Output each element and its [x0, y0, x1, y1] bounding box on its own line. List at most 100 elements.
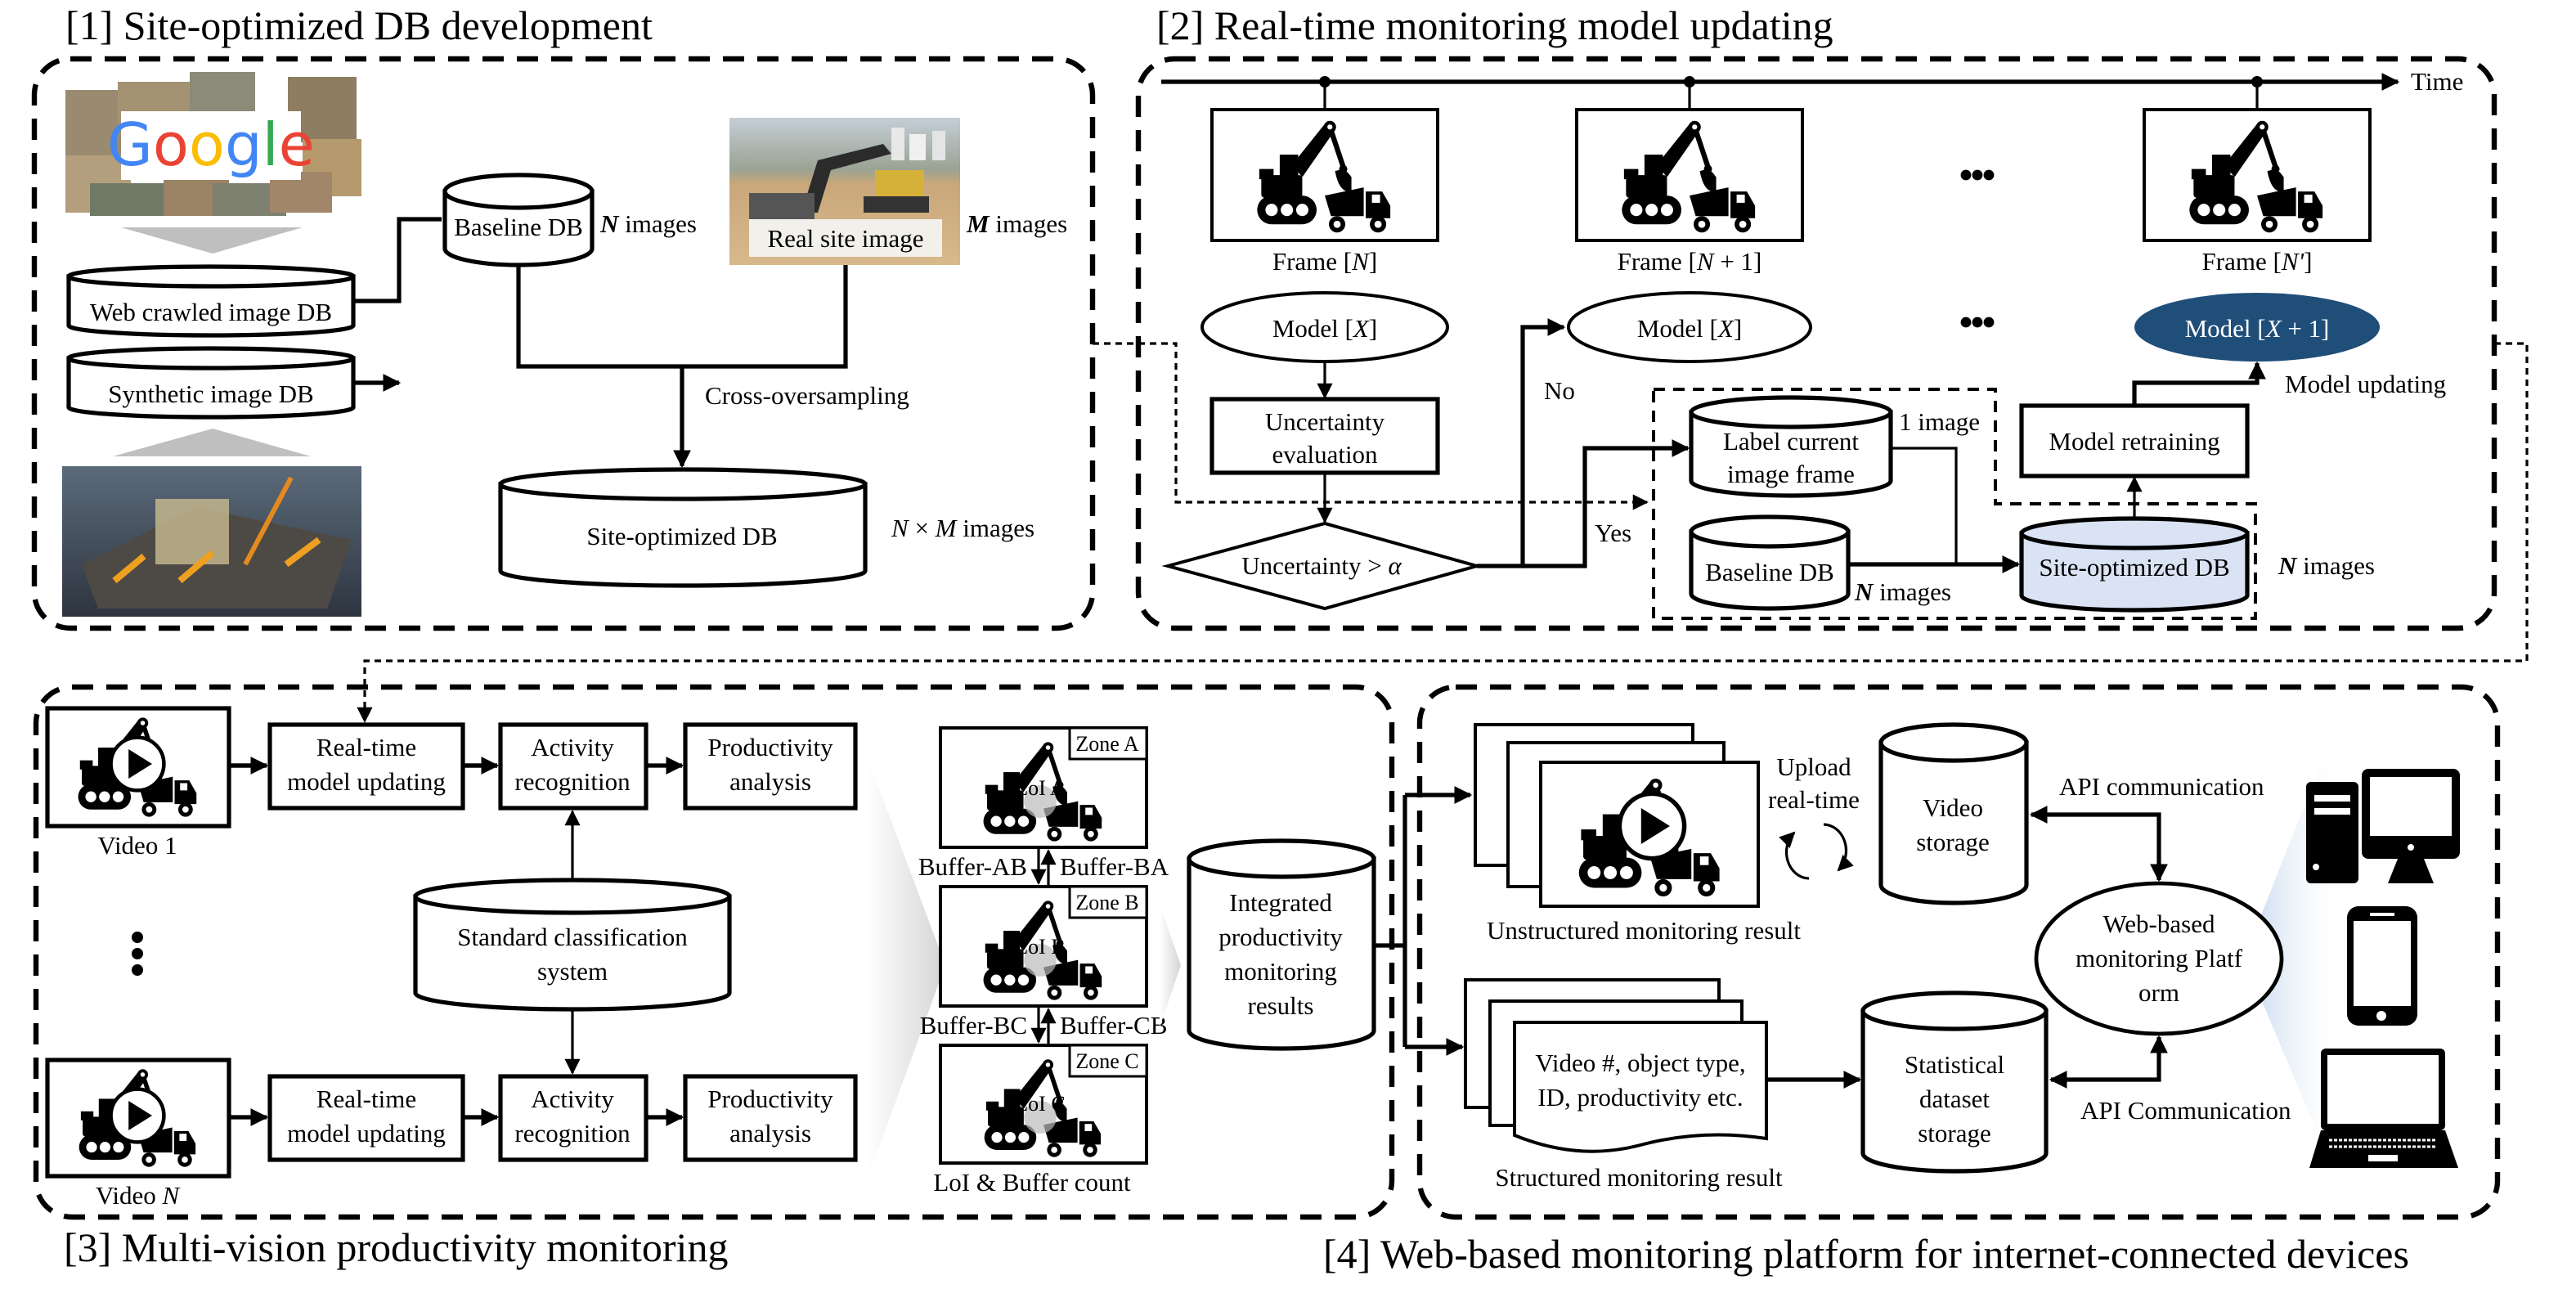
upload-line2: real-time	[1768, 785, 1860, 814]
cylinder-body	[1878, 740, 2029, 905]
step-label: model updating	[287, 767, 446, 796]
buffer-ba-label: Buffer-BA	[1060, 852, 1169, 881]
synthetic-render-image	[62, 466, 361, 617]
db-to-update-connector	[1093, 342, 1649, 510]
baseline-db-cylinder-2	[1689, 514, 1851, 611]
integrated-line: productivity	[1218, 923, 1343, 951]
google-logo: Google	[107, 110, 315, 179]
site-optimized-db-cylinder	[498, 467, 868, 588]
cylinder-body	[413, 894, 732, 1012]
step-label: Real-time	[316, 1085, 416, 1113]
update-to-monitoring-connector	[357, 342, 2529, 723]
frame-markers	[1319, 76, 2263, 110]
uncertainty-evaluation-line1: Uncertainty	[1265, 407, 1385, 436]
no-branch-arrow	[1477, 318, 1566, 568]
step-label: recognition	[514, 767, 631, 796]
productivity-analysis-box-1	[683, 722, 858, 811]
video-storage-line1: Video	[1923, 793, 1983, 822]
real-site-label: Real site image	[767, 224, 923, 253]
cylinder-body	[2019, 531, 2250, 613]
uncertainty-evaluation-line2: evaluation	[1272, 440, 1378, 469]
site-optimized-count-2: N images	[2278, 551, 2375, 580]
api-bottom-label: API Communication	[2080, 1096, 2291, 1125]
video-storage-line2: storage	[1916, 828, 1990, 856]
stats-line: dataset	[1919, 1085, 1990, 1113]
model-x-plus-1-ellipse	[2134, 293, 2380, 362]
frame-n: Frame [N]	[1210, 108, 1439, 276]
step-label: analysis	[729, 767, 811, 796]
panel-site-optimized-db: [1] Site-optimized DB development Google…	[31, 2, 1096, 631]
site-optimized-db-label: Site-optimized DB	[586, 522, 777, 550]
label-frame-line2: image frame	[1727, 460, 1855, 488]
panel2-title: [2] Real-time monitoring model updating	[1156, 2, 1833, 48]
cylinder-top	[498, 467, 868, 501]
db-merge-arrow	[353, 217, 442, 383]
no-label: No	[1544, 376, 1575, 405]
baseline-db-label: Baseline DB	[454, 213, 583, 241]
step-label: model updating	[287, 1119, 446, 1148]
buffer-cb-label: Buffer-CB	[1060, 1011, 1167, 1040]
cylinder-body	[1689, 529, 1851, 611]
cylinder-top	[2019, 516, 2250, 550]
unstructured-label: Unstructured monitoring result	[1487, 916, 1801, 945]
zone-b-frame: Zone B LoI B	[939, 885, 1148, 1008]
play-icon	[1619, 793, 1684, 858]
one-image-label: 1 image	[1899, 407, 1980, 436]
statistical-storage-cylinder	[1860, 990, 2049, 1174]
activity-recognition-box-n	[498, 1074, 648, 1162]
loi-label: LoI A	[1015, 776, 1066, 800]
video-1: Video 1	[45, 706, 231, 860]
api-top-arrow	[2029, 806, 2168, 883]
panel-multi-vision-monitoring: [3] Multi-vision productivity monitoring…	[33, 684, 1395, 1270]
api-top-label: API communication	[2059, 772, 2264, 801]
zone-label: Zone B	[1075, 891, 1138, 914]
smartphone-icon	[2347, 906, 2417, 1026]
play-icon	[111, 1089, 164, 1143]
model-retraining-label: Model retraining	[2049, 427, 2219, 456]
cylinder-body	[1860, 1008, 2049, 1174]
productivity-analysis-box-n	[683, 1074, 858, 1162]
cylinder-body	[498, 482, 868, 588]
integrated-line: Integrated	[1229, 888, 1332, 917]
uncertainty-evaluation-box	[1209, 397, 1440, 475]
upload-line1: Upload	[1776, 752, 1851, 781]
site-optimized-count: N × M images	[891, 514, 1034, 542]
up-arrow-shape	[113, 429, 311, 456]
api-bottom-arrow	[2049, 1035, 2168, 1089]
ellipsis-icon	[1960, 169, 1995, 181]
results-split-line	[1374, 795, 1407, 1047]
cross-oversampling-arrow	[516, 265, 848, 466]
frame-label: Frame [N + 1]	[1618, 247, 1762, 276]
classification-line1: Standard classification	[457, 923, 688, 951]
merge-wedge	[1160, 905, 1181, 1027]
web-image-collage: Google	[65, 72, 361, 216]
play-icon	[111, 738, 164, 791]
doc-line: ID, productivity etc.	[1537, 1083, 1743, 1112]
step-label: Activity	[531, 733, 614, 761]
classification-line2: system	[537, 957, 608, 986]
integrated-results-cylinder	[1187, 838, 1376, 1051]
step-label: Productivity	[707, 1085, 833, 1113]
platform-line: monitoring Platf	[2076, 944, 2243, 972]
real-site-image: Real site image	[729, 118, 960, 265]
web-crawled-db-cylinder	[66, 264, 356, 338]
cylinder-body	[66, 274, 356, 338]
structured-label: Structured monitoring result	[1495, 1163, 1783, 1192]
site-optimized-db-cylinder-2	[2019, 516, 2250, 613]
cylinder-body	[1187, 856, 1376, 1051]
labeling-region-dashed	[1652, 388, 2257, 620]
loi-label: LoI B	[1015, 935, 1065, 959]
yes-label: Yes	[1595, 519, 1631, 547]
platform-line: Web-based	[2103, 909, 2215, 938]
stats-line: Statistical	[1905, 1050, 2004, 1079]
panel-model-updating: [2] Real-time monitoring model updating …	[1135, 2, 2497, 631]
integrated-line: monitoring	[1224, 957, 1337, 986]
buffer-bc-label: Buffer-BC	[920, 1011, 1027, 1040]
panel2-border	[1135, 56, 2497, 631]
video-1-label: Video 1	[97, 831, 177, 860]
panel4-border	[1416, 684, 2501, 1220]
label-frame-line1: Label current	[1723, 427, 1859, 456]
panel1-title: [1] Site-optimized DB development	[65, 2, 653, 48]
model-x-kept-label: Model [X]	[1637, 314, 1742, 343]
